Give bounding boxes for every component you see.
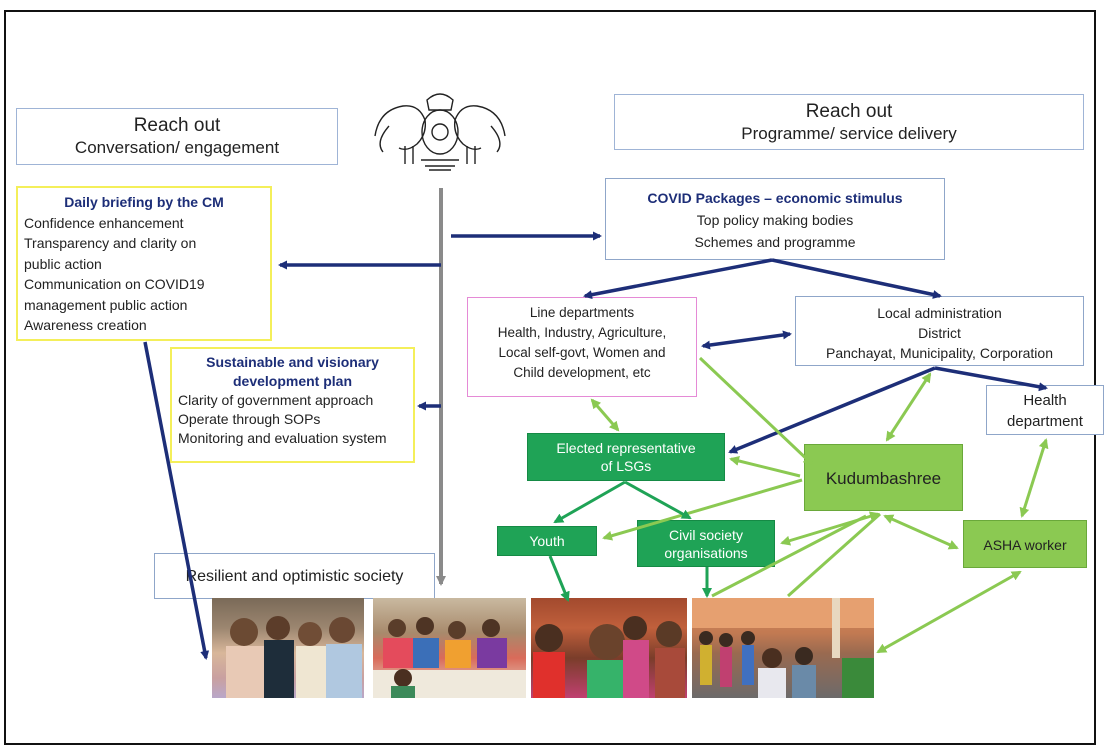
youth-box: Youth xyxy=(497,526,597,556)
civil-society-box: Civil society organisations xyxy=(637,520,775,567)
asha-worker-label: ASHA worker xyxy=(983,537,1067,553)
kudumbashree-box: Kudumbashree xyxy=(804,444,963,511)
header-conversation-engagement: Reach out Conversation/ engagement xyxy=(16,108,338,165)
line-departments-box: Line departments Health, Industry, Agric… xyxy=(467,297,697,397)
header-programme-service-delivery: Reach out Programme/ service delivery xyxy=(614,94,1084,150)
development-plan-title-line1: Sustainable and visionary xyxy=(206,354,379,370)
diagram-frame xyxy=(4,10,1096,745)
civil-society-line2: organisations xyxy=(664,545,748,561)
daily-briefing-title: Daily briefing by the CM xyxy=(64,194,224,210)
kudumbashree-label: Kudumbashree xyxy=(825,469,942,488)
development-plan-item: Operate through SOPs xyxy=(178,411,321,427)
daily-briefing-item: Awareness creation xyxy=(24,317,147,333)
daily-briefing-item: Communication on COVID19 xyxy=(24,276,205,292)
youth-label: Youth xyxy=(529,533,565,549)
health-department-line1: Health xyxy=(1023,392,1067,409)
asha-worker-box: ASHA worker xyxy=(963,520,1087,568)
resilient-society-label: Resilient and optimistic society xyxy=(185,568,404,585)
header-left-line2: Conversation/ engagement xyxy=(74,138,280,157)
photo-community-workshop xyxy=(373,598,526,698)
header-right-line2: Programme/ service delivery xyxy=(741,124,957,143)
local-admin-line2: District xyxy=(918,325,961,341)
covid-packages-title: COVID Packages – economic stimulus xyxy=(647,190,903,206)
elected-representative-box: Elected representative of LSGs xyxy=(527,433,725,481)
health-department-line2: department xyxy=(1007,413,1083,430)
daily-briefing-item: management public action xyxy=(24,296,188,313)
line-departments-line3: Local self-govt, Women and xyxy=(498,345,666,360)
elected-rep-line2: of LSGs xyxy=(600,458,652,474)
local-admin-line3: Panchayat, Municipality, Corporation xyxy=(826,345,1053,361)
resilient-society-box: Resilient and optimistic society xyxy=(154,553,435,599)
covid-packages-box: COVID Packages – economic stimulus Top p… xyxy=(605,178,945,260)
line-departments-line2: Health, Industry, Agriculture, xyxy=(497,325,667,340)
health-department-box: Health department xyxy=(986,385,1104,435)
header-left-line1: Reach out xyxy=(133,115,221,136)
covid-packages-line2: Top policy making bodies xyxy=(696,212,854,228)
development-plan-item: Monitoring and evaluation system xyxy=(178,430,387,446)
development-plan-item: Clarity of government approach xyxy=(178,392,374,408)
photo-public-queue xyxy=(692,598,874,698)
covid-packages-line3: Schemes and programme xyxy=(694,234,856,250)
civil-society-line1: Civil society xyxy=(669,527,743,543)
photo-women-group xyxy=(212,598,364,698)
line-departments-line1: Line departments xyxy=(529,305,635,320)
line-departments-line4: Child development, etc xyxy=(513,365,651,380)
state-emblem-icon xyxy=(374,93,506,171)
header-right-line1: Reach out xyxy=(805,101,893,122)
daily-briefing-box: Daily briefing by the CM Confidence enha… xyxy=(16,186,272,341)
elected-rep-line1: Elected representative xyxy=(556,440,696,456)
daily-briefing-item: Confidence enhancement xyxy=(24,214,184,231)
daily-briefing-item: Transparency and clarity on xyxy=(24,235,197,251)
local-admin-line1: Local administration xyxy=(877,305,1002,321)
development-plan-title-line2: development plan xyxy=(232,373,353,389)
daily-briefing-item: public action xyxy=(24,255,102,272)
local-administration-box: Local administration District Panchayat,… xyxy=(795,296,1084,366)
development-plan-box: Sustainable and visionary development pl… xyxy=(170,347,415,463)
photo-children-smiling xyxy=(531,598,687,698)
